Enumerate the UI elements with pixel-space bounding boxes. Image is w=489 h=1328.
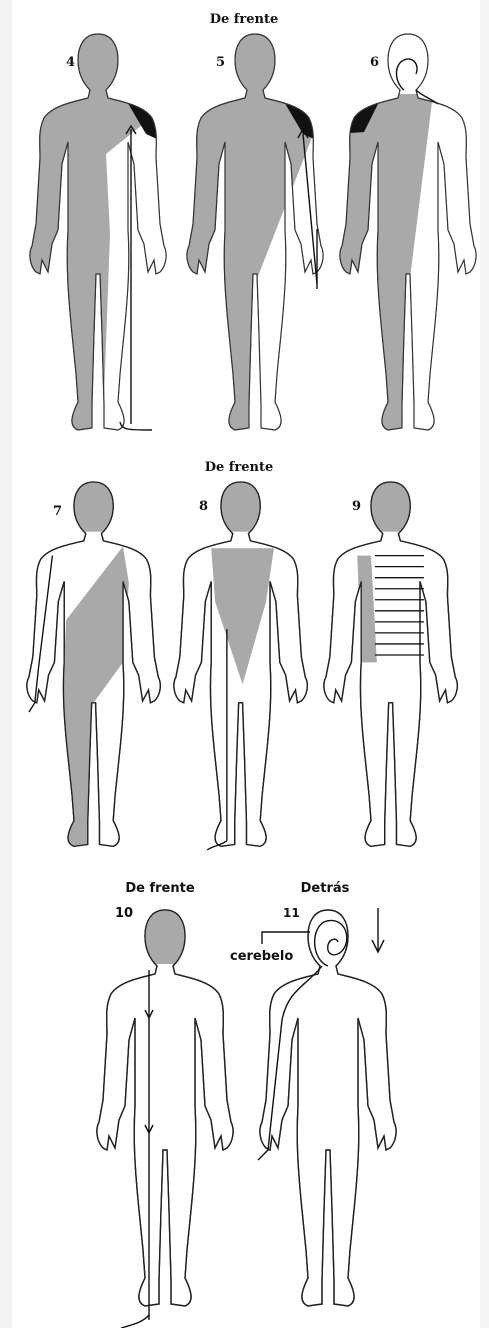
figure-6-number: 6 — [370, 55, 379, 70]
figure-10 — [97, 910, 233, 1328]
figure-6 — [338, 34, 478, 454]
panel-top-heading: De frente — [210, 12, 279, 27]
figure-11-heading: Detrás — [301, 881, 350, 896]
figure-4 — [30, 34, 168, 454]
figure-10-number: 10 — [115, 906, 133, 921]
figure-9 — [324, 482, 457, 846]
figure-11-number: 11 — [283, 906, 300, 920]
figure-7-number: 7 — [53, 504, 62, 519]
cerebelo-label: cerebelo — [230, 949, 293, 964]
figure-8-number: 8 — [199, 499, 208, 514]
figure-8 — [174, 482, 307, 850]
panel-middle-heading: De frente — [205, 460, 274, 475]
figure-10-heading: De frente — [125, 881, 194, 896]
figure-5 — [187, 34, 325, 454]
figure-7 — [27, 482, 160, 868]
label-leader-line — [262, 932, 310, 944]
figure-5-number: 5 — [216, 55, 225, 70]
figure-4-number: 4 — [66, 55, 75, 70]
figure-9-number: 9 — [352, 499, 361, 514]
figure-11 — [258, 910, 396, 1306]
